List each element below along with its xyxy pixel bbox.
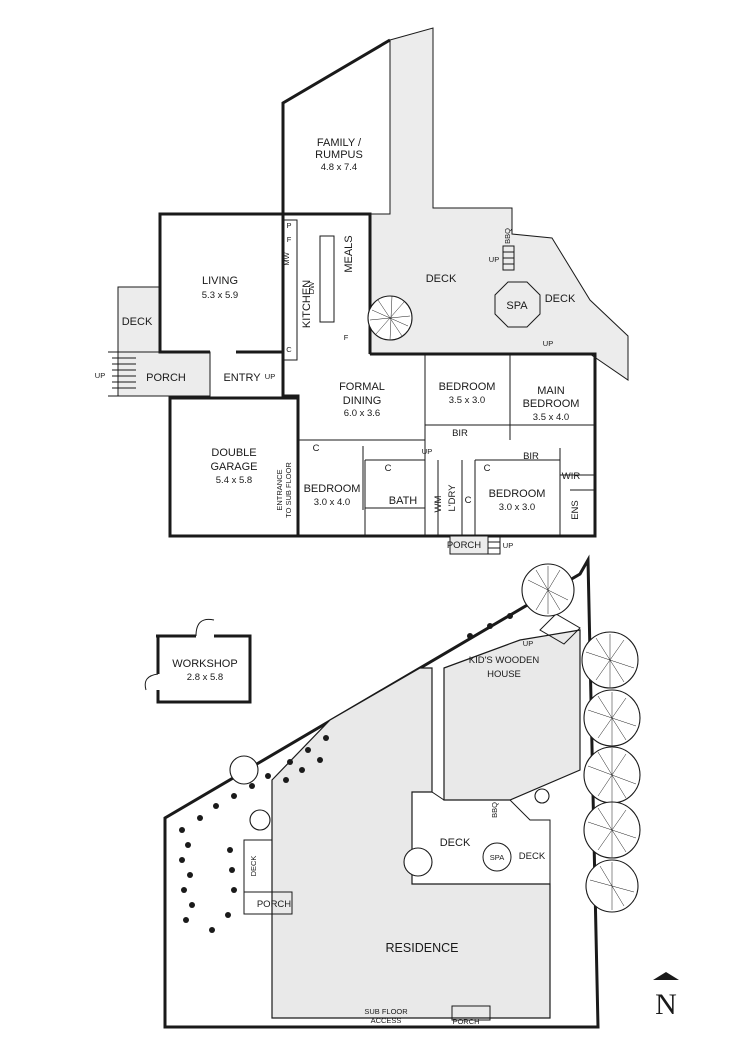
formal-dining-label-1: FORMAL — [339, 381, 385, 393]
ensuite-label: ENS — [570, 500, 581, 520]
subfloor-label-2: ACCESS — [371, 1016, 402, 1025]
up-label-hall: UP — [422, 447, 432, 456]
up-label-entry: UP — [265, 372, 275, 381]
deck-tree — [367, 295, 413, 341]
site-bbq-label: BBQ — [490, 802, 499, 818]
site-porch-south — [451, 1005, 491, 1021]
interior-walls — [297, 354, 595, 536]
bbq-steps — [502, 245, 515, 271]
north-arrow-icon — [653, 972, 679, 980]
site-spa — [482, 842, 512, 872]
entrance-subfloor-line1: ENTRANCE — [275, 469, 284, 510]
kids-house-label-1: KID'S WOODEN — [469, 655, 540, 666]
site-boundary — [163, 554, 600, 1029]
site-porch-south-label: PORCH — [452, 1017, 479, 1026]
up-label-south: UP — [503, 541, 513, 550]
living-walls — [158, 212, 283, 354]
bir-label-2: BIR — [523, 451, 539, 462]
site-trees — [229, 563, 641, 913]
living-dims: 5.3 x 5.9 — [202, 290, 238, 301]
bedroom-2-label: BEDROOM — [439, 381, 496, 393]
cupboard-label-bath: C — [385, 463, 392, 474]
deck-spa-label: DECK — [545, 293, 576, 305]
family-rumpus-dims: 4.8 x 7.4 — [321, 162, 357, 173]
cupboard-label-ldry: C — [465, 495, 472, 506]
upper-floor-labels: FAMILY / RUMPUS 4.8 x 7.4 LIVING 5.3 x 5… — [95, 137, 581, 551]
family-rumpus-label-2: RUMPUS — [315, 149, 363, 161]
bath-label: BATH — [389, 495, 418, 507]
site-porch — [243, 891, 293, 915]
porch-south-label: PORCH — [447, 540, 481, 551]
site-deck-west-label: DECK — [249, 856, 258, 877]
north-label: N — [655, 988, 677, 1021]
entry-label: ENTRY — [223, 372, 261, 384]
porch-south-steps — [488, 535, 501, 555]
fridge-label-2: F — [344, 333, 349, 342]
kids-wooden-house — [539, 613, 581, 645]
deck-main-label: DECK — [426, 273, 457, 285]
site-spa-label: SPA — [490, 853, 504, 862]
site-porch-label: PORCH — [257, 899, 291, 910]
site-deck-spa-label: DECK — [519, 851, 546, 862]
laundry-label: L'DRY — [447, 484, 458, 512]
garage-label-2: GARAGE — [210, 461, 257, 473]
formal-dining-label-2: DINING — [343, 395, 382, 407]
main-bedroom-dims: 3.5 x 4.0 — [533, 412, 569, 423]
kids-house-label-2: HOUSE — [487, 669, 521, 680]
cupboard-label-kitchen: C — [286, 345, 292, 354]
bir-label-1: BIR — [452, 428, 468, 439]
back-deck-area — [411, 791, 551, 885]
spa-label: SPA — [506, 300, 528, 312]
site-deck-label: DECK — [440, 837, 471, 849]
kitchen-bench — [282, 219, 298, 361]
upper-floor-plan — [108, 27, 629, 555]
main-bedroom-label-2: BEDROOM — [523, 398, 580, 410]
north-compass: N — [653, 972, 679, 1021]
workshop-building: WORKSHOP 2.8 x 5.8 — [144, 618, 252, 704]
residence-label: RESIDENCE — [386, 941, 459, 955]
workshop-label: WORKSHOP — [172, 658, 237, 670]
site-up-label: UP — [523, 639, 533, 648]
dishwasher-label: DW — [307, 281, 316, 294]
garage-label-1: DOUBLE — [211, 447, 256, 459]
bedroom-4-dims: 3.0 x 3.0 — [499, 502, 535, 513]
kitchen-island — [319, 235, 335, 323]
garage-dims: 5.4 x 5.8 — [216, 475, 252, 486]
main-bedroom-label-1: MAIN — [537, 385, 565, 397]
living-label: LIVING — [202, 275, 238, 287]
subfloor-label-1: SUB FLOOR — [364, 1007, 408, 1016]
formal-dining-dims: 6.0 x 3.6 — [344, 408, 380, 419]
porch-south-area — [449, 535, 489, 555]
porch-west-label: PORCH — [146, 372, 186, 384]
workshop-dims: 2.8 x 5.8 — [187, 672, 223, 683]
bedroom-3-label: BEDROOM — [304, 483, 361, 495]
pantry-label: P — [286, 221, 291, 230]
bbq-label: BBQ — [503, 228, 512, 244]
wir-label: WIR — [562, 471, 581, 482]
west-shrubs — [179, 613, 513, 933]
bedroom-2-dims: 3.5 x 3.0 — [449, 395, 485, 406]
cupboard-label-dining: C — [313, 443, 320, 454]
up-label-bbq: UP — [489, 255, 499, 264]
family-rumpus-label-1: FAMILY / — [317, 137, 362, 149]
bedroom-4-label: BEDROOM — [489, 488, 546, 500]
porch-west-steps — [108, 351, 136, 397]
cupboard-label-bed4: C — [484, 463, 491, 474]
wm-label: WM — [433, 495, 444, 512]
up-label-deck: UP — [543, 339, 553, 348]
deck-west-label: DECK — [122, 316, 153, 328]
up-label-porch: UP — [95, 371, 105, 380]
fridge-label: F — [287, 235, 292, 244]
meals-label: MEALS — [343, 235, 355, 272]
entrance-subfloor-line2: TO SUB FLOOR — [284, 462, 293, 518]
kitchen-label: KITCHEN — [301, 280, 313, 328]
site-plan: KID'S WOODEN HOUSE RESIDENCE DECK SPA DE… — [163, 554, 641, 1029]
microwave-label: MW — [282, 251, 291, 265]
bedroom-3-dims: 3.0 x 4.0 — [314, 497, 350, 508]
spa-shape — [494, 281, 541, 328]
